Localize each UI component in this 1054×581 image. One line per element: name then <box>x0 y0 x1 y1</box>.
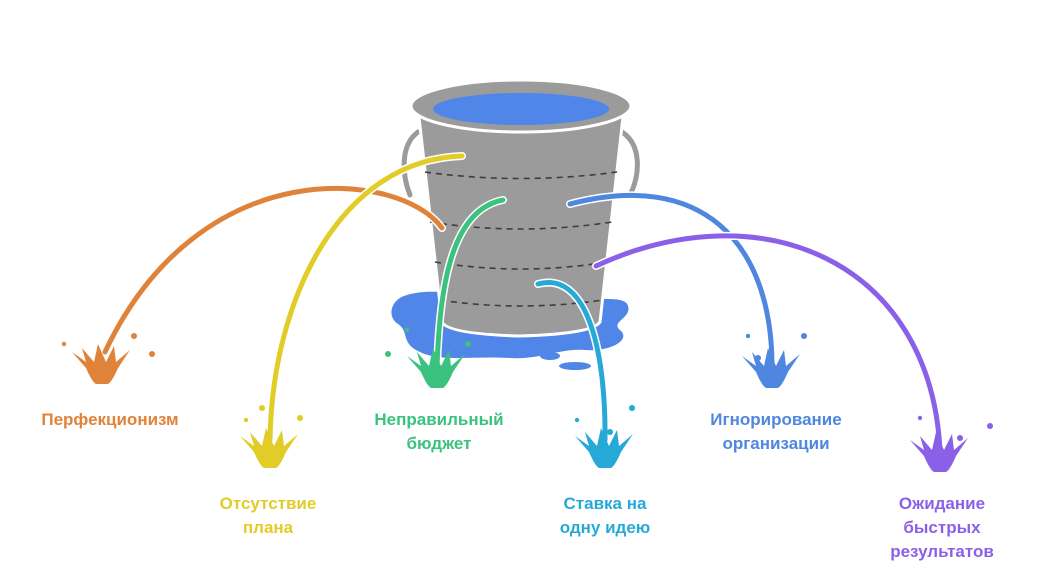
splash-one-idea <box>575 428 633 468</box>
label-ignore-org: Игнорирование организации <box>710 410 842 453</box>
droplet-ignore-org <box>745 333 751 339</box>
droplet-one-idea <box>629 405 635 411</box>
droplet-ignore-org <box>755 355 761 361</box>
label-wrong-budget: Неправильный бюджет <box>374 410 504 453</box>
bucket-body <box>416 106 626 338</box>
droplet-wrong-budget <box>404 327 410 333</box>
bucket-seam <box>424 171 618 180</box>
droplet-fast-results <box>957 435 963 441</box>
droplet-ignore-org <box>801 333 807 339</box>
label-no-plan: Отсутствие плана <box>219 494 317 537</box>
droplet-perfectionism <box>61 341 67 347</box>
stream-ignore-org <box>567 192 775 365</box>
droplet-one-idea <box>607 429 613 435</box>
droplet-fast-results <box>987 423 993 429</box>
water-drop <box>559 362 591 370</box>
label-perfectionism: Перфекционизм <box>41 410 179 429</box>
splash-no-plan <box>240 428 298 468</box>
stream-one-idea <box>535 280 608 443</box>
droplet-no-plan <box>259 405 265 411</box>
droplet-wrong-budget <box>385 351 391 357</box>
droplet-wrong-budget <box>465 341 471 347</box>
bucket-seam <box>429 221 613 230</box>
bucket-handle-right <box>619 129 640 198</box>
droplet-perfectionism <box>131 333 137 339</box>
splash-perfectionism <box>72 344 130 384</box>
bucket-water-surface <box>433 93 609 125</box>
droplet-no-plan <box>297 415 303 421</box>
stream-wrong-budget <box>434 197 506 369</box>
droplet-perfectionism <box>149 351 155 357</box>
bucket-handle-left <box>401 129 421 198</box>
stream-fast-results <box>593 233 943 453</box>
droplet-one-idea <box>574 417 580 423</box>
stream-no-plan <box>267 153 465 443</box>
splash-wrong-budget <box>407 348 465 388</box>
splash-fast-results <box>910 432 968 472</box>
water-streams <box>61 152 993 472</box>
stream-perfectionism <box>102 185 445 355</box>
label-fast-results: Ожидание быстрых результатов <box>890 494 994 561</box>
droplet-fast-results <box>917 415 923 421</box>
water-drop <box>540 352 560 360</box>
droplet-no-plan <box>243 417 249 423</box>
label-one-idea: Ставка на одну идею <box>559 494 651 537</box>
